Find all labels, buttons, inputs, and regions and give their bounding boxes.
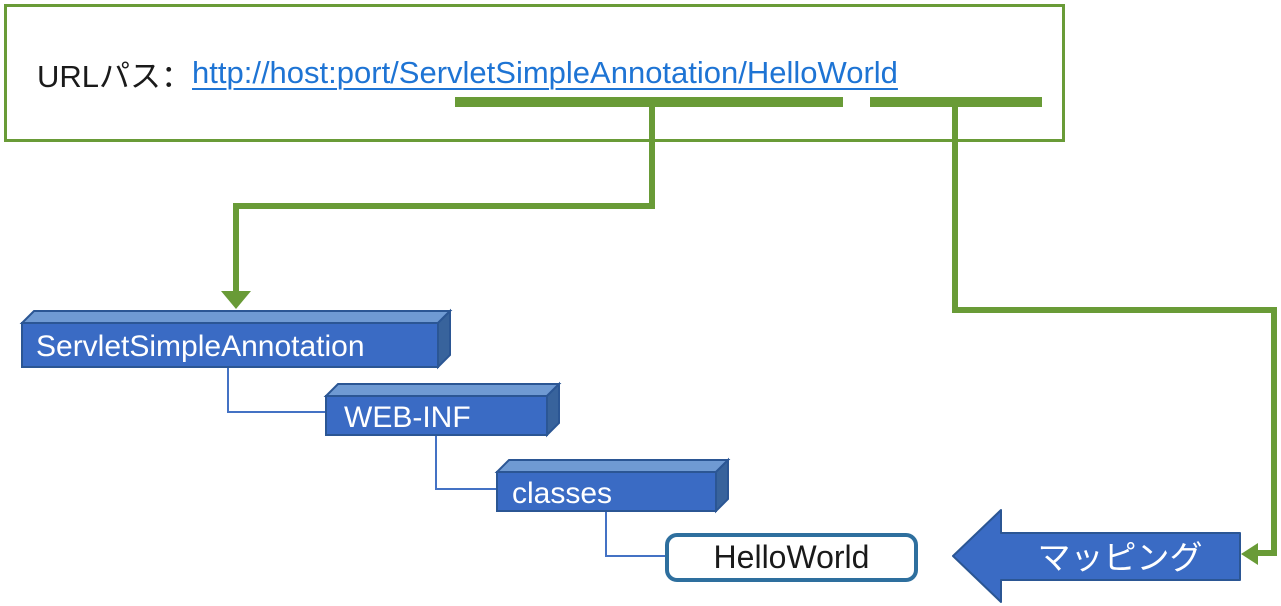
tree-connector-webinf: [227, 367, 326, 413]
highlight-bar-context-path: [455, 97, 843, 107]
cube-front-face: [21, 322, 439, 368]
left-arrow-shape: [952, 509, 1241, 603]
context-path-arrowhead-icon: [221, 291, 251, 309]
file-label-helloworld: HelloWorld: [713, 539, 870, 575]
folder-box-classes: classes: [494, 457, 731, 514]
servlet-path-arrowhead-icon: [1241, 543, 1258, 565]
mapping-block-arrow: マッピング: [952, 509, 1241, 603]
folder-label-servletsimpleannotation: ServletSimpleAnnotation: [36, 330, 365, 363]
highlight-bar-servlet-path: [870, 97, 1042, 107]
file-box-helloworld: HelloWorld: [665, 533, 918, 582]
servlet-path-connector-line: [952, 103, 1277, 556]
url-path-box: URLパス： http://host:port/ServletSimpleAnn…: [4, 4, 1065, 142]
cube-front-face: [325, 395, 548, 436]
url-link[interactable]: http://host:port/ServletSimpleAnnotation…: [192, 55, 898, 90]
context-path-connector-line: [233, 103, 655, 292]
folder-box-servletsimpleannotation: ServletSimpleAnnotation: [19, 308, 453, 370]
tree-connector-helloworld: [605, 511, 665, 557]
tree-connector-classes: [435, 435, 497, 490]
cube-top-face: [19, 310, 453, 324]
mapping-label: マッピング: [1038, 539, 1203, 576]
folder-label-classes: classes: [512, 477, 612, 510]
cube-front-face: [496, 471, 717, 512]
cube-top-face: [323, 383, 562, 397]
folder-box-webinf: WEB-INF: [323, 381, 562, 438]
folder-label-webinf: WEB-INF: [344, 401, 471, 434]
url-path-label: URLパス：: [37, 58, 193, 94]
cube-top-face: [494, 459, 731, 473]
